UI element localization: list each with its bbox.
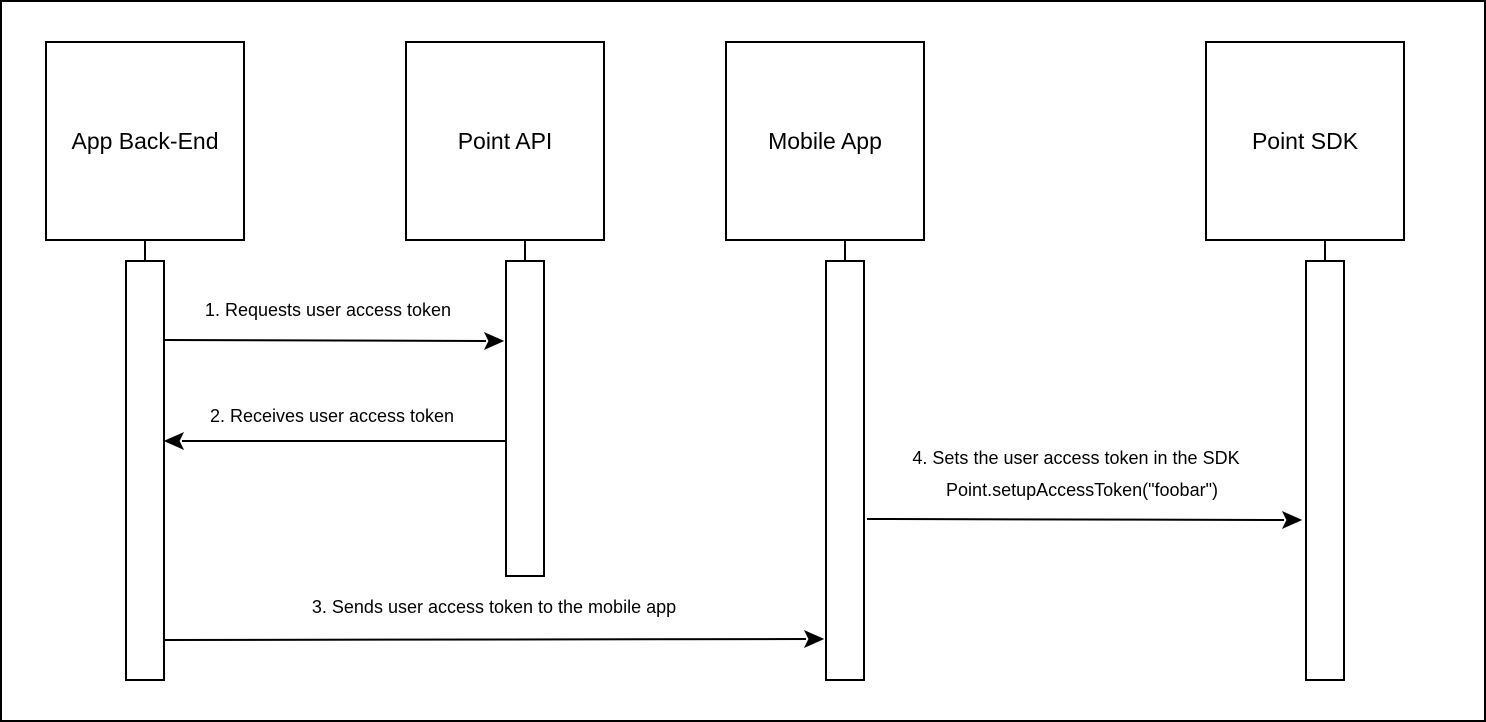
lifeline-stem-api [524,241,526,260]
arrowhead-m4 [1281,510,1303,530]
lifeline-stem-back-end [144,241,146,260]
activation-bar-sdk [1305,260,1345,681]
arrow-line-m1 [164,339,487,342]
participant-point-sdk: Point SDK [1205,41,1405,241]
message-label-1: 1. Requests user access token [204,300,452,320]
participant-point-api: Point API [405,41,605,241]
message-label-4: 4. Sets the user access token in the SDK [912,448,1240,468]
arrowhead-m1 [483,331,505,351]
lifeline-stem-sdk [1324,241,1326,260]
activation-bar-mobile [825,260,865,681]
message-label-3: 3. Sends user access token to the mobile… [311,597,677,617]
participant-mobile-app: Mobile App [725,41,925,241]
arrow-line-m3 [164,638,807,641]
participant-label: App Back-End [71,127,219,154]
participant-label: Point API [457,127,553,154]
arrowhead-m3 [803,629,825,649]
message-label-2: 2. Receives user access token [209,406,455,426]
lifeline-stem-mobile [844,241,846,260]
activation-bar-back-end [125,260,165,681]
arrowhead-m2 [163,431,185,451]
participant-label: Mobile App [768,127,882,154]
activation-bar-api [505,260,545,577]
arrow-line-m4 [866,518,1285,521]
participant-label: Point SDK [1251,127,1359,154]
message-sublabel-4: Point.setupAccessToken("foobar") [946,480,1218,500]
participant-app-back-end: App Back-End [45,41,245,241]
